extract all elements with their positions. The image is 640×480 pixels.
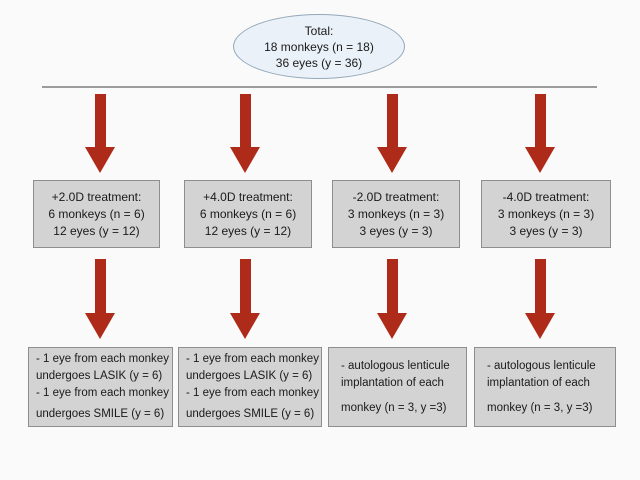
arrow-head (85, 313, 115, 339)
horizontal-connector-line (42, 86, 597, 88)
outcome-box-lasik-smile-1: - 1 eye from each monkey undergoes LASIK… (28, 347, 173, 427)
down-arrow (377, 94, 407, 173)
down-arrow (85, 94, 115, 173)
arrow-head (525, 313, 555, 339)
arrow-head (377, 147, 407, 173)
down-arrow (525, 259, 555, 339)
arrow-shaft (94, 259, 106, 313)
down-arrow (230, 94, 260, 173)
outcome-box-lasik-smile-2: - 1 eye from each monkey undergoes LASIK… (178, 347, 322, 427)
arrow-head (525, 147, 555, 173)
arrow-head (377, 313, 407, 339)
box-line: undergoes SMILE (y = 6) (186, 408, 315, 420)
box-line: - 1 eye from each monkey (36, 353, 169, 365)
treatment-box-plus-2d: +2.0D treatment: 6 monkeys (n = 6) 12 ey… (33, 180, 160, 248)
down-arrow (525, 94, 555, 173)
arrow-shaft (386, 94, 398, 147)
box-line: - 1 eye from each monkey (36, 387, 169, 399)
total-ellipse-node: Total: 18 monkeys (n = 18) 36 eyes (y = … (233, 14, 405, 79)
box-line: 6 monkeys (n = 6) (48, 206, 145, 221)
box-line: +4.0D treatment: (203, 189, 293, 204)
outcome-box-lenticule-2: - autologous lenticule implantation of e… (474, 347, 616, 427)
box-line: 6 monkeys (n = 6) (199, 206, 297, 221)
total-line: Total: (304, 23, 334, 38)
box-line: implantation of each (341, 376, 444, 389)
total-line: 36 eyes (y = 36) (275, 55, 363, 70)
arrow-head (230, 313, 260, 339)
box-line: - 1 eye from each monkey (186, 387, 319, 399)
arrow-shaft (239, 94, 251, 147)
down-arrow (230, 259, 260, 339)
arrow-shaft (534, 259, 546, 313)
box-line: -2.0D treatment: (352, 189, 440, 204)
arrow-shaft (534, 94, 546, 147)
box-line: monkey (n = 3, y =3) (341, 401, 447, 414)
box-line: undergoes LASIK (y = 6) (36, 370, 163, 382)
arrow-shaft (239, 259, 251, 313)
down-arrow (85, 259, 115, 339)
box-line: +2.0D treatment: (51, 189, 142, 204)
down-arrow (377, 259, 407, 339)
box-line: 3 eyes (y = 3) (509, 223, 583, 238)
box-line: 12 eyes (y = 12) (53, 223, 140, 238)
box-line: - 1 eye from each monkey (186, 353, 319, 365)
box-line: implantation of each (487, 376, 590, 389)
treatment-box-minus-2d: -2.0D treatment: 3 monkeys (n = 3) 3 eye… (332, 180, 460, 248)
box-line: - autologous lenticule (341, 359, 450, 372)
box-line: -4.0D treatment: (502, 189, 590, 204)
arrow-shaft (386, 259, 398, 313)
treatment-box-minus-4d: -4.0D treatment: 3 monkeys (n = 3) 3 eye… (481, 180, 611, 248)
arrow-head (85, 147, 115, 173)
outcome-box-lenticule-1: - autologous lenticule implantation of e… (328, 347, 467, 427)
box-line: undergoes LASIK (y = 6) (186, 370, 313, 382)
box-line: 12 eyes (y = 12) (204, 223, 292, 238)
treatment-box-plus-4d: +4.0D treatment: 6 monkeys (n = 6) 12 ey… (184, 180, 312, 248)
box-line: 3 monkeys (n = 3) (347, 206, 445, 221)
arrow-head (230, 147, 260, 173)
box-line: undergoes SMILE (y = 6) (36, 408, 165, 420)
arrow-shaft (94, 94, 106, 147)
box-line: 3 monkeys (n = 3) (497, 206, 595, 221)
box-line: 3 eyes (y = 3) (359, 223, 433, 238)
box-line: - autologous lenticule (487, 359, 596, 372)
box-line: monkey (n = 3, y =3) (487, 401, 593, 414)
total-line: 18 monkeys (n = 18) (264, 39, 374, 54)
